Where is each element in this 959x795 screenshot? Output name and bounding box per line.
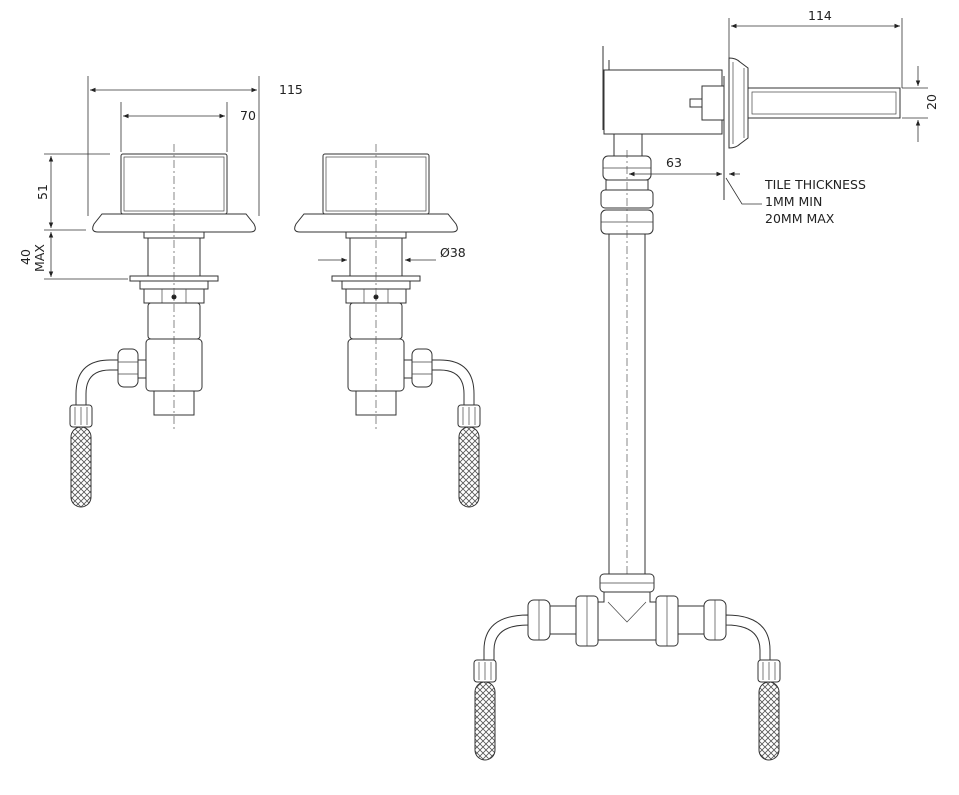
dim-115-label: 115 [279, 82, 303, 97]
dim-114-label: 114 [808, 8, 832, 23]
dim-max-label: MAX [32, 244, 47, 272]
dim-40-label: 40 [18, 249, 33, 265]
dim-51-label: 51 [35, 184, 50, 200]
tile-min-label: 1MM MIN [765, 194, 822, 209]
dim-63-label: 63 [666, 155, 682, 170]
dim-20-label: 20 [924, 94, 939, 110]
side-dimensions: 114 20 63 TILE THICKNESS 1MM MIN 20MM MA… [629, 8, 939, 226]
tile-thickness-label: TILE THICKNESS [764, 177, 866, 192]
dim-diameter-label: Ø38 [440, 245, 466, 260]
front-view-tap-right [294, 144, 481, 508]
tile-max-label: 20MM MAX [765, 211, 835, 226]
dim-70-label: 70 [240, 108, 256, 123]
front-dimensions: 115 70 51 40 MAX Ø38 [18, 76, 466, 280]
front-view-tap-left [69, 144, 256, 508]
side-view-assembly [473, 46, 901, 761]
